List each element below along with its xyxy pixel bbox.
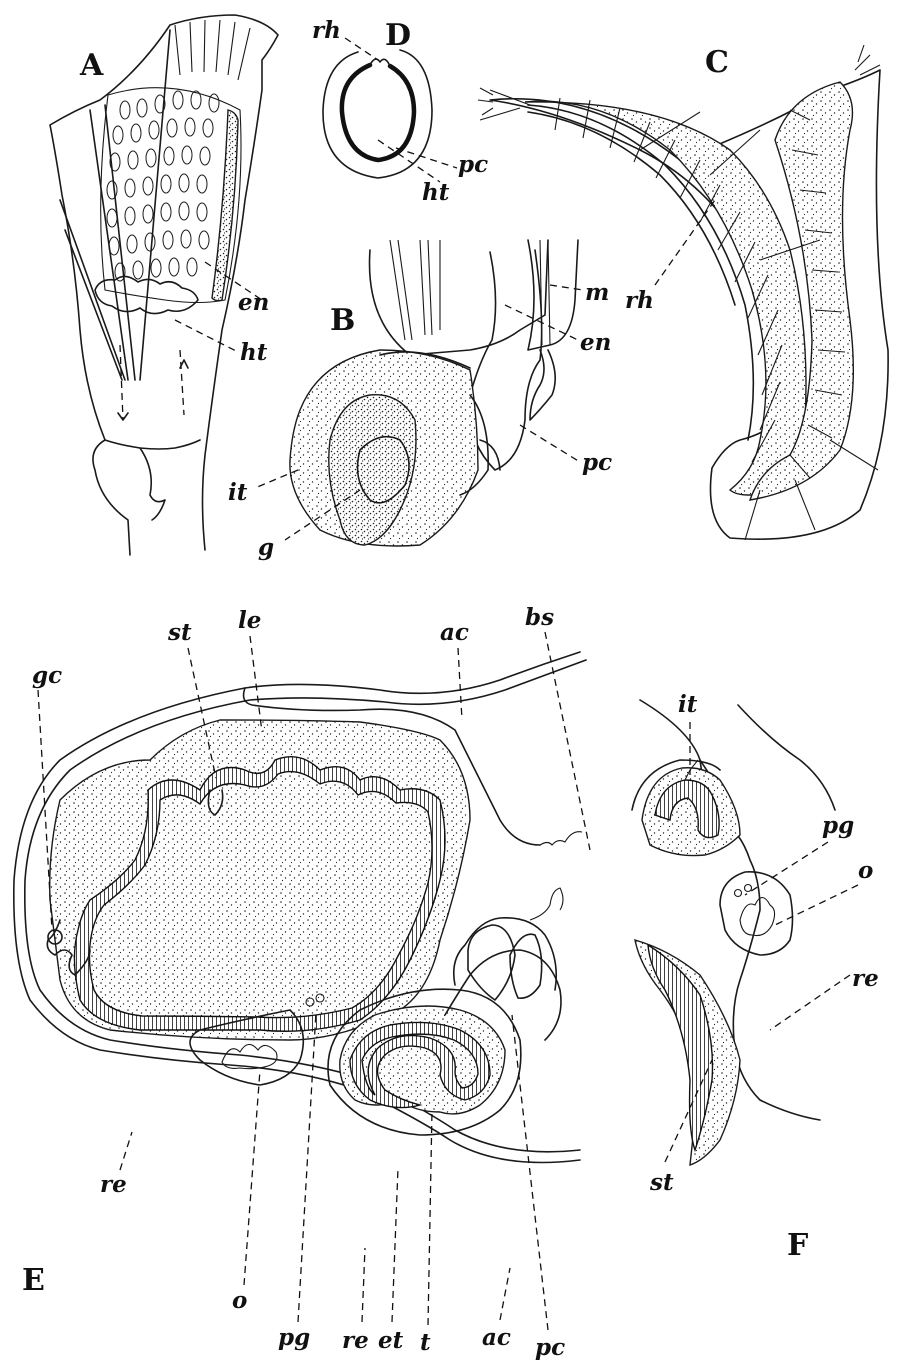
label-gc: gc bbox=[32, 662, 62, 689]
label-t: t bbox=[420, 1329, 431, 1356]
muscle-strands bbox=[60, 30, 170, 380]
label-ht: ht bbox=[240, 339, 268, 366]
panel-c-letter: C bbox=[705, 45, 729, 80]
label-le: le bbox=[238, 607, 261, 634]
label-re-left: re bbox=[100, 1171, 127, 1198]
label-o: o bbox=[858, 857, 873, 884]
label-ac-top: ac bbox=[440, 619, 469, 646]
label-re-bottom: re bbox=[342, 1327, 369, 1354]
panel-b: B m en pc it g bbox=[228, 240, 612, 561]
panel-d: D rh pc ht bbox=[312, 17, 488, 206]
panel-b-letter: B bbox=[330, 303, 355, 338]
panel-a: A en ht bbox=[50, 15, 278, 555]
panel-e-letter: E bbox=[22, 1263, 45, 1298]
label-pg: pg bbox=[278, 1324, 310, 1351]
label-st: st bbox=[649, 1169, 674, 1196]
label-ht: ht bbox=[422, 179, 450, 206]
label-en: en bbox=[238, 289, 269, 316]
label-pc: pc bbox=[535, 1334, 565, 1361]
label-ac-bottom: ac bbox=[482, 1324, 511, 1351]
panel-a-letter: A bbox=[79, 48, 104, 83]
cilia-tuft bbox=[175, 20, 250, 80]
panel-f: F it pg o re st bbox=[632, 691, 879, 1263]
panel-e: E st le ac bs gc re o pg re et t ac pc bbox=[14, 604, 590, 1361]
panel-f-letter: F bbox=[787, 1228, 808, 1263]
label-st: st bbox=[167, 619, 192, 646]
label-m: m bbox=[585, 279, 609, 306]
label-pc: pc bbox=[582, 449, 612, 476]
label-it: it bbox=[678, 691, 698, 718]
label-pg: pg bbox=[822, 812, 854, 839]
label-pc: pc bbox=[458, 151, 488, 178]
label-et: et bbox=[378, 1327, 404, 1354]
label-bs: bs bbox=[525, 604, 554, 631]
retractor-muscle bbox=[390, 240, 550, 345]
panel-d-letter: D bbox=[385, 18, 411, 53]
label-o: o bbox=[232, 1287, 247, 1314]
label-rh: rh bbox=[312, 17, 341, 44]
label-rh: rh bbox=[625, 287, 654, 314]
label-re: re bbox=[852, 965, 879, 992]
label-en: en bbox=[580, 329, 611, 356]
label-it: it bbox=[228, 479, 248, 506]
label-g: g bbox=[258, 534, 274, 561]
